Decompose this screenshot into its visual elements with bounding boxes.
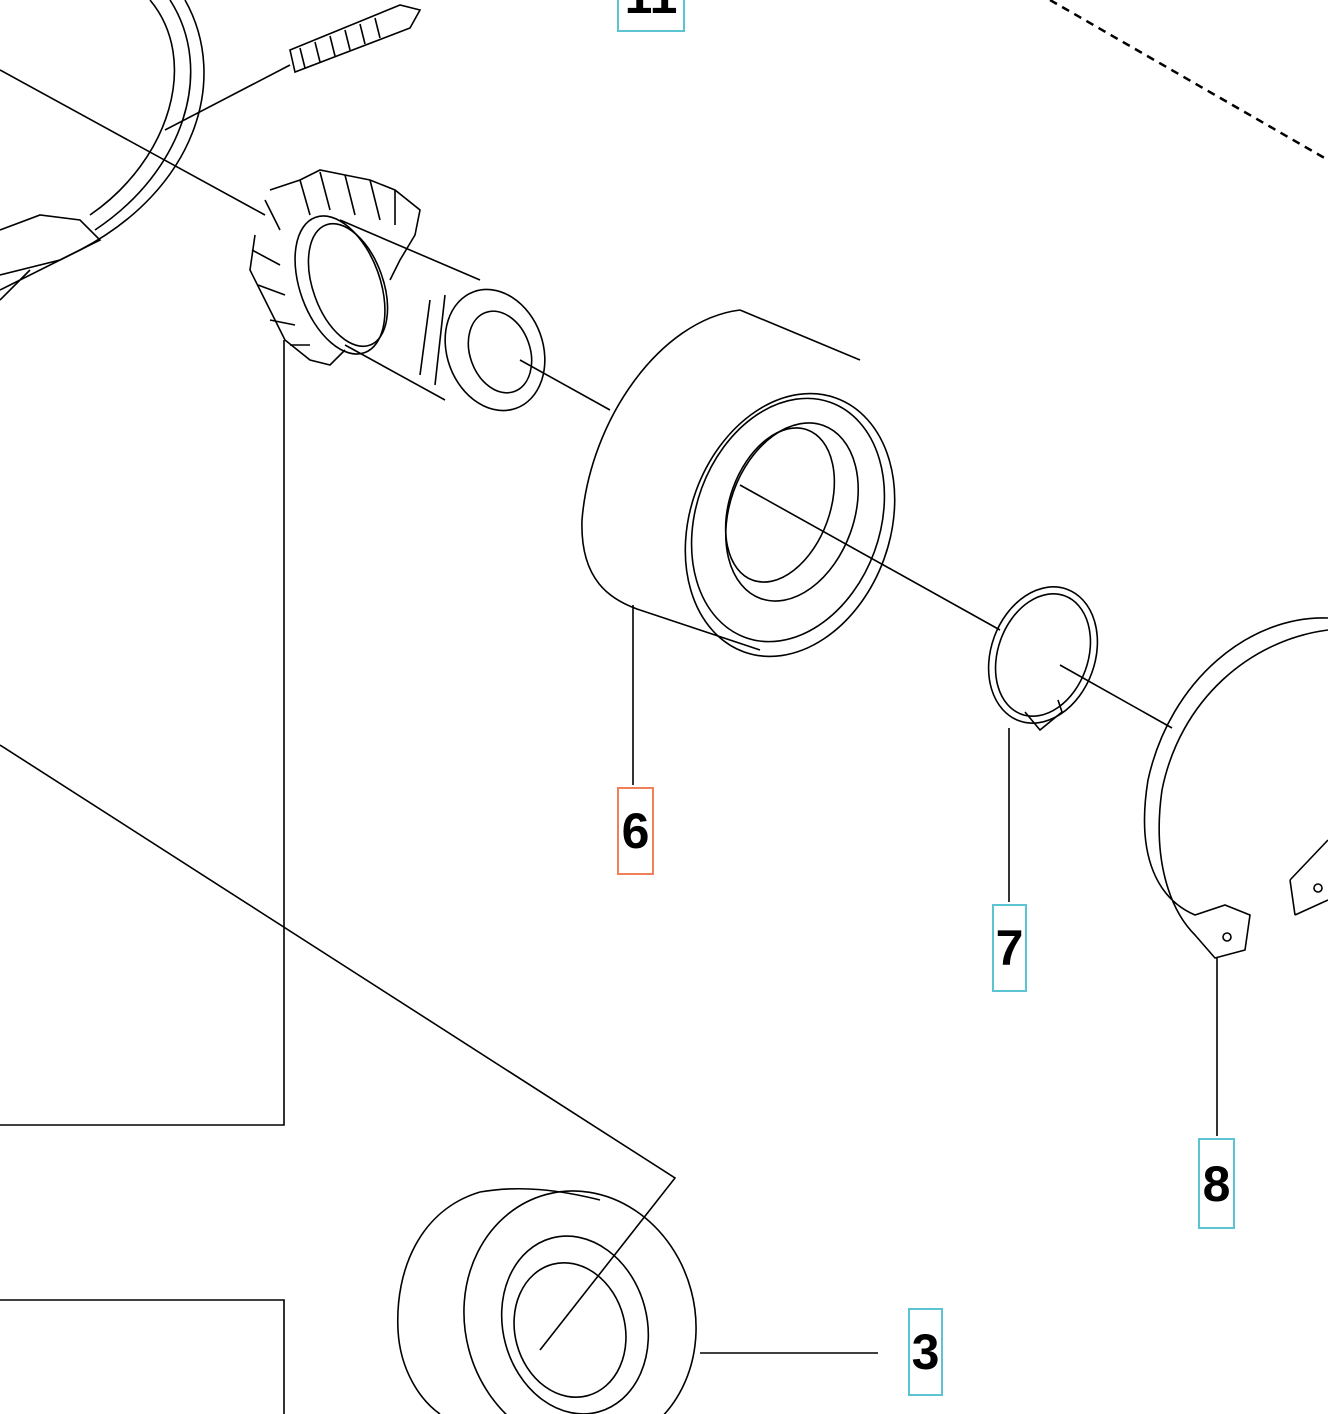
- screw-part: [164, 4, 422, 131]
- housing-part: [0, 0, 205, 301]
- axis-line: [519, 359, 611, 411]
- pinion-gear-part: [249, 169, 546, 412]
- callout-8[interactable]: 8: [1198, 1138, 1235, 1229]
- callout-11[interactable]: 11: [617, 0, 685, 32]
- bearing-part-3: [396, 1187, 878, 1414]
- axis-line: [0, 69, 266, 216]
- leader-line: [0, 340, 285, 1126]
- leader-line: [0, 1299, 285, 1414]
- dashed-guide-line: [1049, 0, 1328, 162]
- axis-line: [1059, 664, 1173, 729]
- callout-6[interactable]: 6: [617, 787, 654, 875]
- circlip-part-7: [987, 586, 1099, 902]
- bearing-part-6: [581, 309, 896, 785]
- leader-line: [0, 744, 677, 1351]
- callout-7[interactable]: 7: [992, 904, 1027, 992]
- callout-3[interactable]: 3: [908, 1308, 943, 1396]
- axis-line: [739, 484, 1001, 631]
- retaining-ring-part-8: [1143, 617, 1328, 1136]
